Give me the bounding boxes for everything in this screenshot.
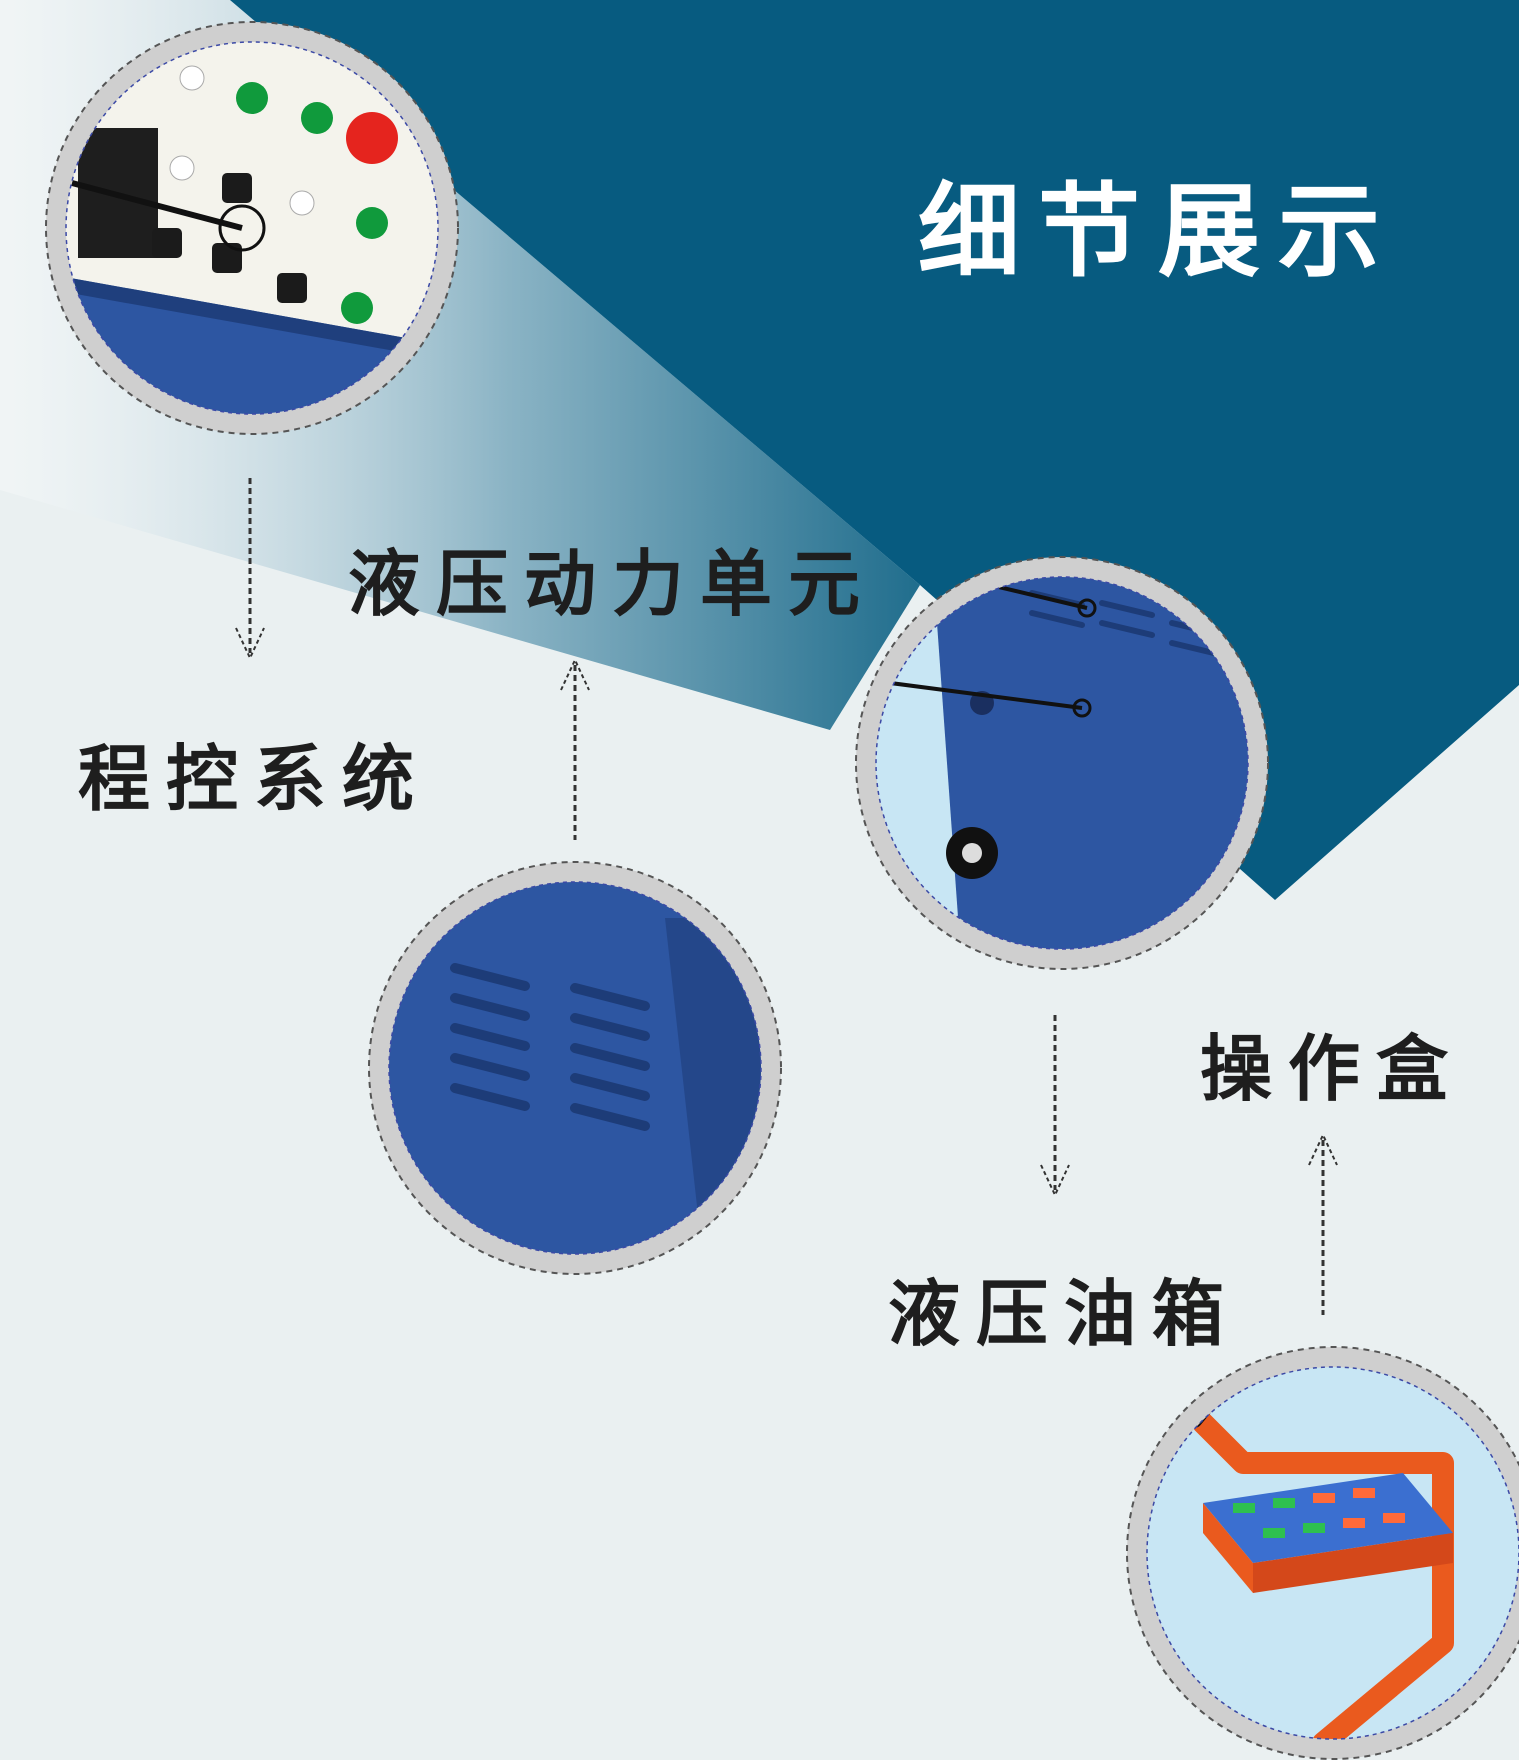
control-system-detail-image: [45, 21, 459, 435]
hydraulic-oil-tank-label: 液压油箱: [888, 1272, 1241, 1356]
control-system-label: 程控系统: [78, 737, 431, 821]
dashed-down-arrow-icon: [1040, 1015, 1070, 1198]
hydraulic-oil-tank-detail-image: [855, 556, 1269, 970]
operation-box-label: 操作盒: [1200, 1027, 1465, 1111]
dashed-down-arrow-icon: [235, 478, 265, 661]
hydraulic-power-unit-detail-image: [368, 861, 782, 1275]
dashed-up-arrow-icon: [560, 657, 590, 840]
dashed-up-arrow-icon: [1308, 1132, 1338, 1315]
page-title: 细节展示: [918, 173, 1398, 292]
operation-box-detail-image: [1126, 1346, 1519, 1760]
hydraulic-power-unit-label: 液压动力单元: [348, 542, 877, 626]
